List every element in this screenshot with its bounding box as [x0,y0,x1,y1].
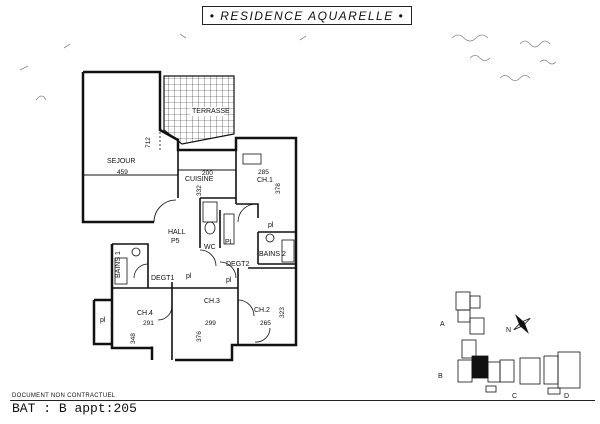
north-label: N [506,327,511,334]
room-label-ch4: CH.4 [137,310,153,317]
dim-sejour-width: 459 [117,169,128,176]
footer-rule [10,400,595,401]
room-label-sejour: SEJOUR [107,158,135,165]
bat-value: B [58,401,67,416]
building-key-plan [455,291,581,395]
room-label-pl4: pl [226,277,232,284]
room-label-cuisine: CUISINE [185,176,214,183]
appt-label: appt: [74,401,114,416]
room-code-hall: P5 [171,238,180,245]
room-label-ch3: CH.3 [204,298,220,305]
room-label-hall: HALL [168,229,186,236]
room-label-dgt2: DEGT2 [226,261,249,268]
room-label-dgt1: DEGT1 [151,275,174,282]
dim-ch3-depth: 376 [196,331,203,342]
keyplan-label-a: A [440,321,445,328]
apartment-reference: BAT : B appt:205 [12,401,137,416]
dim-ch3-width: 299 [205,320,216,327]
keyplan-label-c: C [512,393,517,400]
door-swings [133,199,271,360]
dim-cuisine-depth: 332 [196,185,203,196]
disclaimer-text: DOCUMENT NON CONTRACTUEL [12,393,116,399]
room-label-ch2: CH.2 [254,307,270,314]
keyplan-label-b: B [438,373,443,380]
dim-ch1-depth: 378 [275,183,282,194]
room-label-pl1: PL [225,239,234,246]
terrasse-area [163,75,235,145]
room-label-terrasse: TERRASSE [192,108,230,115]
dim-ch1-width: 285 [258,169,269,176]
dim-cuisine-width: 200 [202,170,213,177]
bat-label: BAT : [12,401,52,416]
room-label-bains2: BAINS 2 [259,251,286,258]
residence-title: • RESIDENCE AQUARELLE • [202,6,412,25]
room-label-pl3: pl [186,273,192,280]
room-label-bains1: BAINS 1 [115,251,122,278]
room-label-ch1: CH.1 [257,177,273,184]
dim-sejour-depth: 712 [145,137,152,148]
keyplan-label-d: D [564,393,569,400]
dim-ch4-depth: 348 [130,333,137,344]
appt-value: 205 [113,401,137,416]
fixtures [114,72,295,285]
north-arrow-icon [513,314,531,334]
interior-walls [83,150,296,360]
room-label-wc: WC [204,244,216,251]
dim-ch2-depth: 323 [279,307,286,318]
handwritten-notes [19,33,557,101]
dim-ch4-width: 291 [143,320,154,327]
dim-ch2-width: 265 [260,320,271,327]
room-label-pl5: pl [100,317,106,324]
room-label-pl2: pl [268,222,274,229]
